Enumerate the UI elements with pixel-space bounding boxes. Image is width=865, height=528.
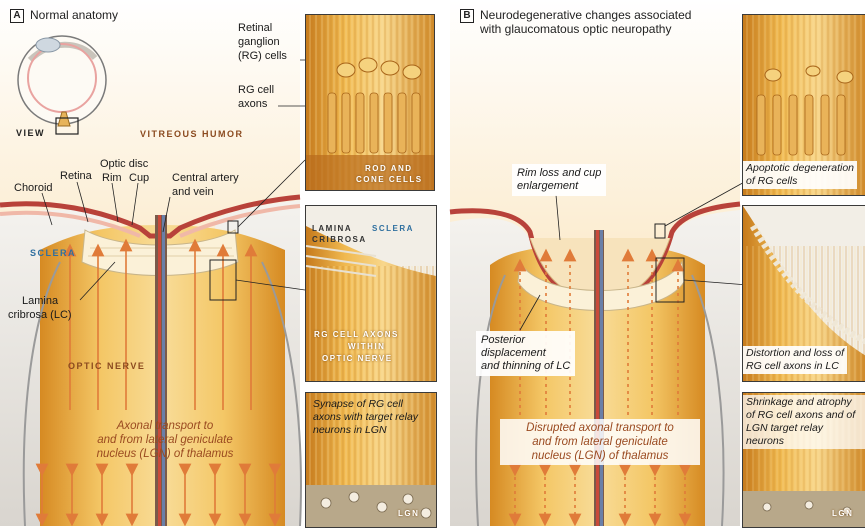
synapse-label-3: neurons in LGN [313,424,387,437]
posterior-line-2: displacement [481,347,570,360]
lamina-caps-label-1: LAMINA [312,224,352,233]
transport-a-line-2: and from lateral geniculate [70,433,260,447]
distortion-line-2: RG cell axons in LC [746,360,844,373]
shrinkage-line-1: Shrinkage and atrophy [746,396,862,409]
shrinkage-line-3: LGN target relay neurons [746,422,862,448]
transport-a-line-3: nucleus (LGN) of thalamus [70,447,260,461]
rim-loss-line-2: enlargement [517,180,601,193]
apoptotic-line-2: of RG cells [746,175,854,188]
optic-disc-label: Optic disc [100,158,148,171]
sclera-label-a: SCLERA [30,248,76,258]
rg-cells-label-2: ganglion [238,36,280,49]
transport-b-line-3: nucleus (LGN) of thalamus [500,449,700,463]
distortion-box: Distortion and loss of RG cell axons in … [743,346,847,374]
central-artery-label-2: and vein [172,186,214,199]
apoptotic-line-1: Apoptotic degeneration [746,162,854,175]
synapse-label-1: Synapse of RG cell [313,398,403,411]
axonal-transport-caption-b: Disrupted axonal transport to and from l… [500,419,700,465]
lgn-label-a: LGN [398,509,419,518]
lamina-caps-label-2: CRIBROSA [312,235,367,244]
posterior-displacement-box: Posterior displacement and thinning of L… [476,331,575,376]
rim-label: Rim [102,172,122,185]
axons-nerve-label-1: RG CELL AXONS [314,330,399,339]
panel-b-header: B Neurodegenerative changes associated w… [460,8,691,36]
rim-loss-line-1: Rim loss and cup [517,167,601,180]
cup-label: Cup [129,172,149,185]
optic-nerve-label: OPTIC NERVE [68,361,145,371]
lamina-label-2: cribrosa (LC) [8,309,72,322]
rods-label-2: CONE CELLS [356,175,423,184]
posterior-line-3: and thinning of LC [481,360,570,373]
rg-axons-label-2: axons [238,98,267,111]
posterior-line-1: Posterior [481,334,570,347]
axonal-transport-caption-a: Axonal transport to and from lateral gen… [70,419,260,461]
panel-a-letter: A [10,9,24,23]
transport-b-line-2: and from lateral geniculate [500,435,700,449]
panel-b-title-line-2: with glaucomatous optic neuropathy [480,22,691,36]
panel-b-title: Neurodegenerative changes associated wit… [480,8,691,36]
panel-b-letter: B [460,9,474,23]
view-label: VIEW [16,128,45,138]
panel-a-header: A Normal anatomy [10,8,118,23]
transport-a-line-1: Axonal transport to [70,419,260,433]
distortion-line-1: Distortion and loss of [746,347,844,360]
rg-axons-label-1: RG cell [238,84,274,97]
lamina-label-1: Lamina [22,295,58,308]
central-artery-label-1: Central artery [172,172,239,185]
rg-cells-label-3: (RG) cells [238,50,287,63]
vitreous-humor-label: VITREOUS HUMOR [140,129,244,139]
rods-label-1: ROD AND [365,164,413,173]
sclera-caps-label: SCLERA [372,224,414,233]
apoptotic-box: Apoptotic degeneration of RG cells [743,161,857,189]
axons-nerve-label-2: WITHIN [348,342,385,351]
synapse-label-2: axons with target relay [313,411,418,424]
axons-nerve-label-3: OPTIC NERVE [322,354,393,363]
shrinkage-box: Shrinkage and atrophy of RG cell axons a… [743,395,865,449]
panel-a-title: Normal anatomy [30,8,118,22]
shrinkage-line-2: of RG cell axons and of [746,409,862,422]
transport-b-line-1: Disrupted axonal transport to [500,421,700,435]
retina-label: Retina [60,170,92,183]
choroid-label: Choroid [14,182,53,195]
rg-cells-label-1: Retinal [238,22,272,35]
lgn-label-b: LGN [832,509,853,518]
rim-loss-box: Rim loss and cup enlargement [512,164,606,196]
panel-b-title-line-1: Neurodegenerative changes associated [480,8,691,22]
